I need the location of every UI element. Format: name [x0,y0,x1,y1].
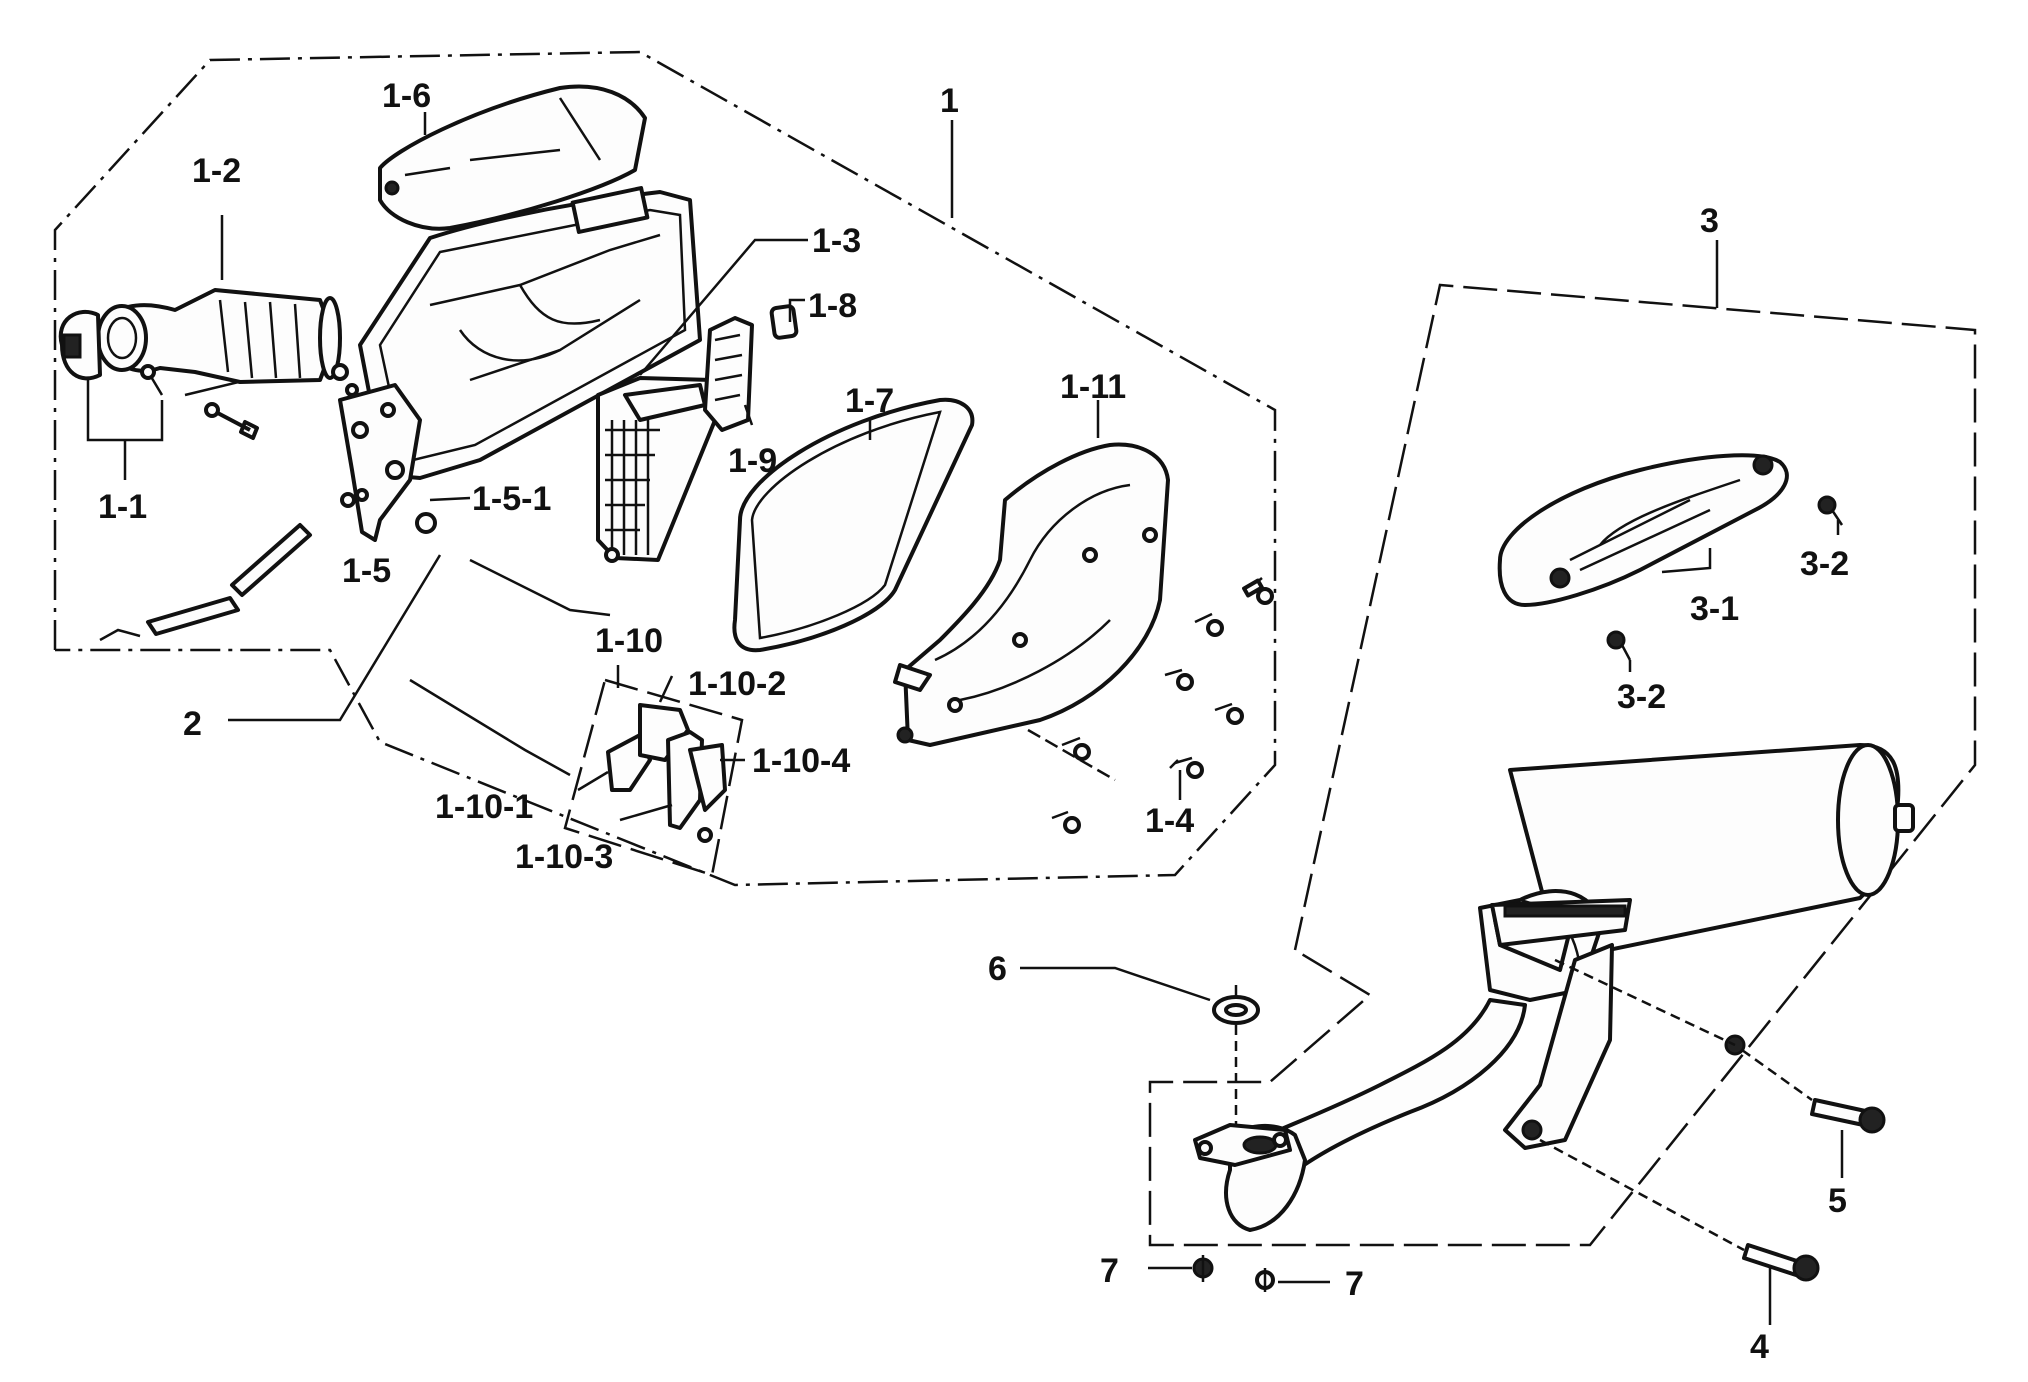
label-1-10: 1-10 [595,622,663,660]
label-2: 2 [183,705,202,743]
label-4: 4 [1750,1328,1769,1366]
label-6: 6 [988,950,1007,988]
assembly-3-boundary [1148,283,1977,1247]
shield-bolts [1606,495,1844,661]
valve-parts [606,703,727,843]
label-1-9: 1-9 [728,442,777,480]
filter-connector [703,304,799,432]
label-1-6: 1-6 [382,77,431,115]
flange-nuts [1192,1255,1275,1292]
label-1-11: 1-11 [1060,368,1126,406]
bracket-1-1 [86,380,164,442]
label-1-1: 1-1 [98,488,147,526]
subassembly-1-10-boundary [563,678,744,877]
intake-duct [96,288,342,384]
label-1-2: 1-2 [192,152,241,190]
label-7-left: 7 [1100,1252,1119,1290]
side-cover [893,442,1170,747]
label-3-1: 3-1 [1690,590,1739,628]
air-box-housing [358,186,702,480]
heat-shield [1497,453,1789,607]
label-1-4: 1-4 [1145,802,1194,840]
label-1: 1 [940,82,959,120]
muffler-bolts [1539,958,1886,1282]
label-1-5: 1-5 [342,552,391,590]
cover-screws [1051,577,1274,834]
label-1-10-3: 1-10-3 [515,838,613,876]
label-1-10-2: 1-10-2 [688,665,786,703]
label-3-2-lower: 3-2 [1617,678,1666,716]
label-1-10-4: 1-10-4 [752,742,850,780]
label-7-right: 7 [1345,1265,1364,1303]
label-5: 5 [1828,1182,1847,1220]
exhaust-gasket [1212,985,1260,1125]
muffler [1193,743,1915,1232]
label-1-3: 1-3 [812,222,861,260]
small-screws-duct [140,363,359,440]
label-1-7: 1-7 [845,382,894,420]
cover-gasket [732,397,975,653]
air-filter-element [596,376,722,563]
hose-clamp [58,309,102,381]
label-3: 3 [1700,202,1719,240]
label-1-5-1: 1-5-1 [472,480,551,518]
label-1-8: 1-8 [808,287,857,325]
top-cover-snorkel [378,84,647,231]
breather-hose [99,488,369,642]
assembly-1-boundary [53,50,1277,887]
label-1-10-1: 1-10-1 [435,788,533,826]
label-3-2-upper: 3-2 [1800,545,1849,583]
